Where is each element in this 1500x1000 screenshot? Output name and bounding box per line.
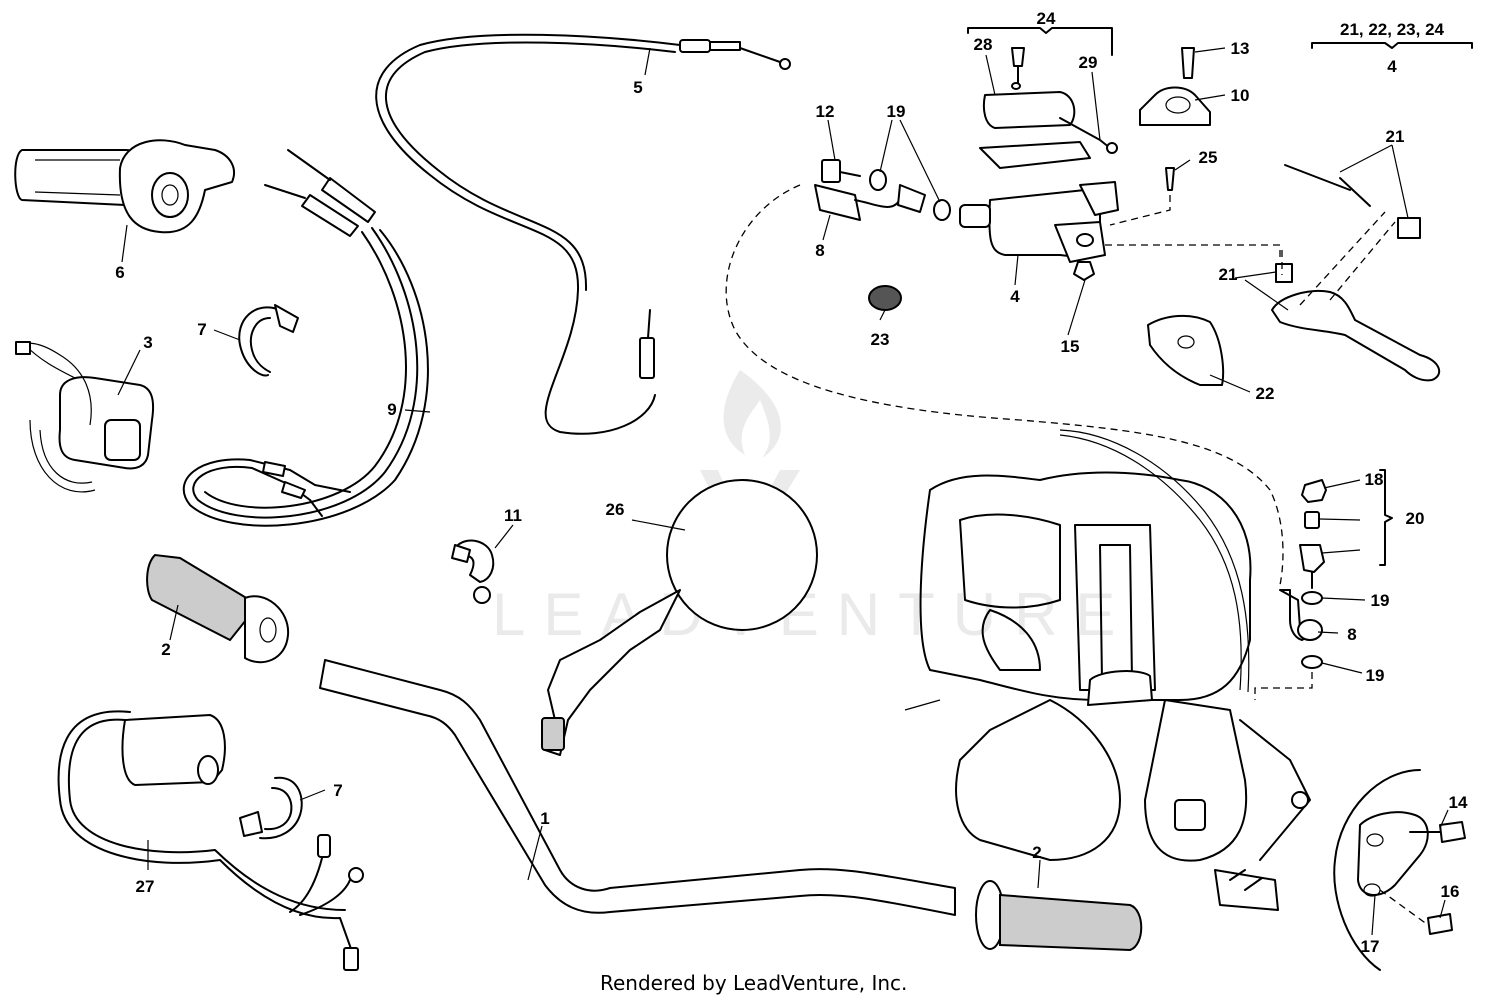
callout-23: 23	[871, 330, 890, 349]
grip-left	[146, 553, 290, 664]
callout-10: 10	[1231, 86, 1250, 105]
callout-kit-group: 21, 22, 23, 24	[1340, 20, 1445, 39]
clamp-half-assembly	[1139, 47, 1211, 126]
callout-26: 26	[606, 500, 625, 519]
cable-set	[182, 149, 429, 527]
lever-assembly	[1147, 164, 1441, 386]
leader-lines	[117, 47, 1449, 936]
brace-24	[967, 27, 1113, 56]
callout-27: 27	[136, 877, 155, 896]
callout-12: 12	[816, 102, 835, 121]
callout-19-mid: 19	[1371, 591, 1390, 610]
wiring-switch	[57, 710, 364, 971]
callout-14: 14	[1449, 793, 1468, 812]
handlebar	[319, 659, 956, 916]
callout-3: 3	[143, 333, 152, 352]
mirror	[541, 479, 818, 756]
callout-15: 15	[1061, 337, 1080, 356]
throttle-cable	[375, 33, 791, 435]
slave-cylinder	[1333, 769, 1466, 971]
callout-6: 6	[115, 263, 124, 282]
callout-25: 25	[1199, 148, 1218, 167]
callout-29: 29	[1079, 53, 1098, 72]
watermark-text: LEADVENTURE	[492, 581, 1133, 648]
callout-7-upper: 7	[197, 320, 206, 339]
callout-16: 16	[1441, 882, 1460, 901]
clamp-upper	[238, 304, 299, 377]
callout-20: 20	[1406, 509, 1425, 528]
callout-22: 22	[1256, 384, 1275, 403]
callout-8-bottom: 8	[1347, 625, 1356, 644]
callout-17: 17	[1361, 937, 1380, 956]
cable-clip	[451, 539, 495, 604]
callout-21-bushing: 21	[1219, 265, 1238, 284]
callout-28: 28	[974, 35, 993, 54]
callout-24: 24	[1037, 9, 1056, 28]
callout-4: 4	[1010, 287, 1020, 306]
callout-9: 9	[387, 400, 396, 419]
clamp-lower	[239, 776, 303, 840]
callout-19-top: 19	[887, 102, 906, 121]
brace-kit	[1311, 42, 1473, 49]
engine-block	[904, 429, 1311, 911]
callout-19-low: 19	[1366, 666, 1385, 685]
callout-7-lower: 7	[333, 781, 342, 800]
callout-21-lever: 21	[1386, 127, 1405, 146]
callout-2-left: 2	[161, 640, 170, 659]
callout-8-top: 8	[815, 241, 824, 260]
callout-5: 5	[633, 78, 642, 97]
callouts: 1 2 2 3 4 4 5 6 7 7 8 8 9 10 11 12 13 14…	[115, 9, 1468, 956]
callout-18: 18	[1365, 470, 1384, 489]
footer-credit: Rendered by LeadVenture, Inc.	[600, 971, 907, 995]
grip-right	[975, 880, 1143, 952]
throttle-assembly	[14, 139, 235, 234]
bleeder-assembly	[1254, 250, 1327, 700]
brace-20	[1379, 469, 1393, 566]
brake-line-dashed	[725, 184, 1284, 586]
master-cylinder-assembly	[814, 47, 1281, 311]
callout-13: 13	[1231, 39, 1250, 58]
callout-2-right: 2	[1032, 843, 1041, 862]
callout-4-group: 4	[1387, 57, 1397, 76]
callout-11: 11	[504, 506, 522, 525]
switch-assembly	[15, 341, 155, 493]
callout-1: 1	[540, 809, 549, 828]
